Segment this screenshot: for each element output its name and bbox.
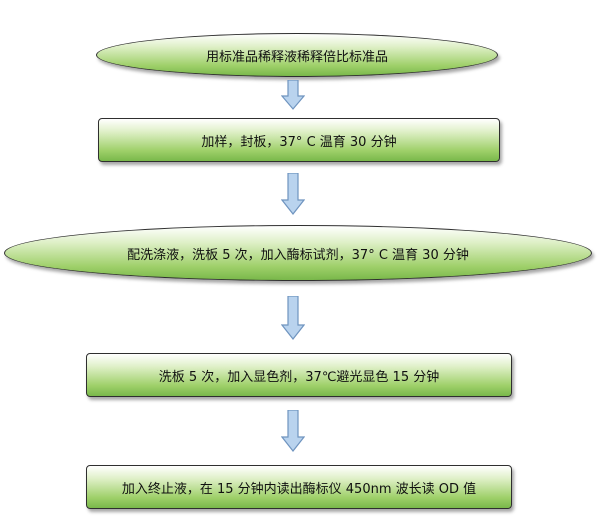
step-5-box: 加入终止液，在 15 分钟内读出酶标仪 450nm 波长读 OD 值 [86,465,512,509]
step-4-box: 洗板 5 次，加入显色剂，37℃避光显色 15 分钟 [86,353,512,397]
step-2-text: 加样，封板，37° C 温育 30 分钟 [201,134,397,150]
arrow-down-icon [281,173,305,215]
step-3-text: 配洗涤液，洗板 5 次，加入酶标试剂，37° C 温育 30 分钟 [127,247,469,263]
step-5-text: 加入终止液，在 15 分钟内读出酶标仪 450nm 波长读 OD 值 [121,481,477,497]
arrow-down-icon [281,410,305,452]
step-1-text: 用标准品稀释液稀释倍比标准品 [205,49,388,65]
step-1-ellipse: 用标准品稀释液稀释倍比标准品 [96,33,498,77]
arrow-down-icon [281,296,305,340]
step-3-ellipse: 配洗涤液，洗板 5 次，加入酶标试剂，37° C 温育 30 分钟 [4,225,592,281]
arrow-down-icon [281,80,305,110]
step-4-text: 洗板 5 次，加入显色剂，37℃避光显色 15 分钟 [158,369,440,385]
step-2-box: 加样，封板，37° C 温育 30 分钟 [98,118,500,162]
